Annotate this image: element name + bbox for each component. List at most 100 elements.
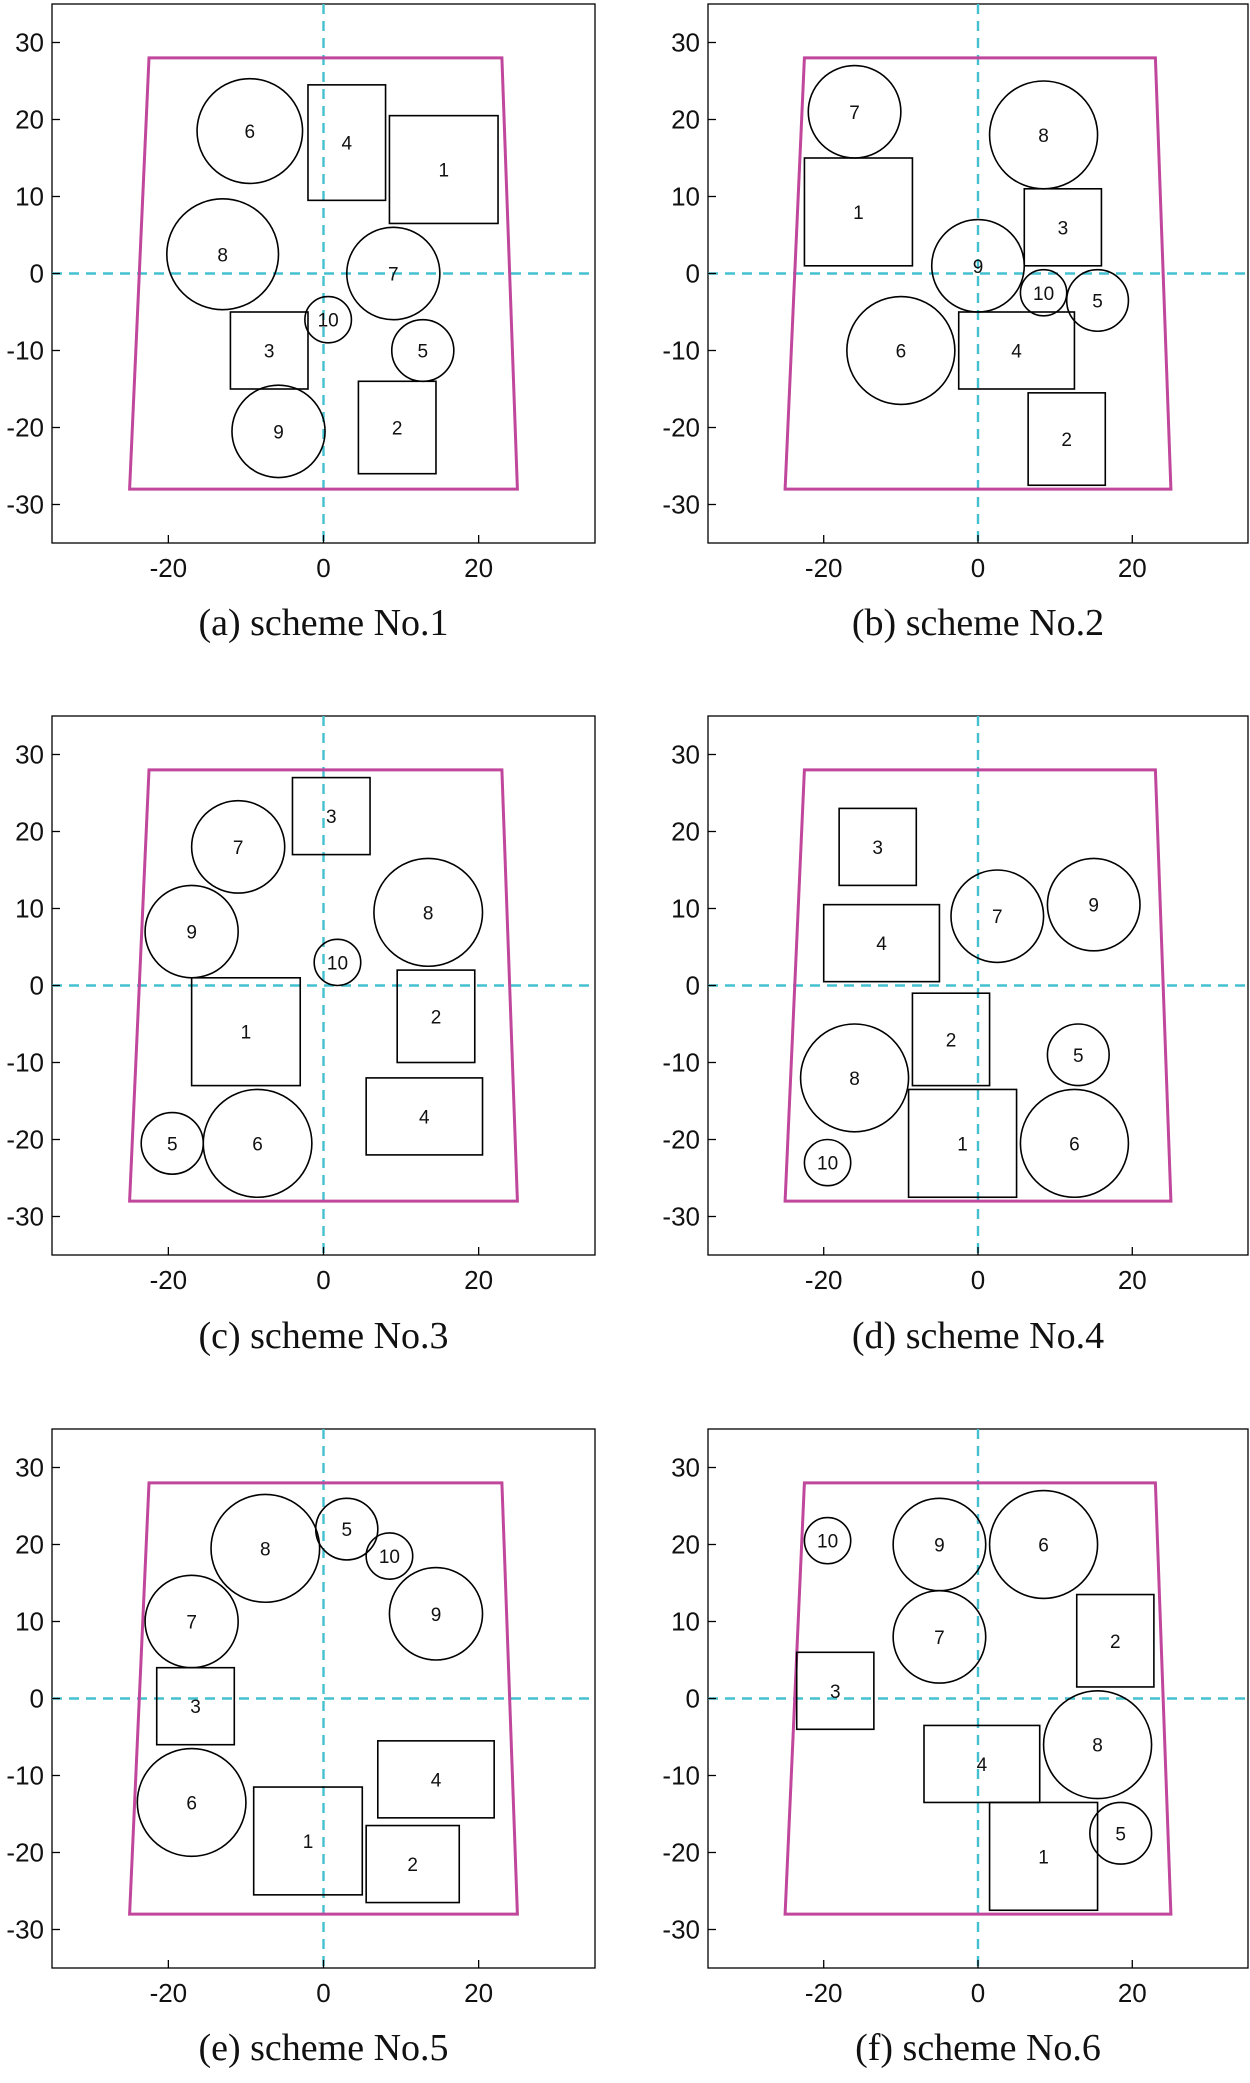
rect-item-1: [190, 976, 302, 1087]
y-tick-label: 0: [30, 1684, 44, 1714]
y-tick-label: 10: [671, 182, 700, 212]
circle-item-6: [202, 1088, 313, 1199]
y-tick-label: 30: [15, 1453, 44, 1483]
rect-item-3: [795, 1651, 875, 1731]
y-tick-label: 20: [671, 1530, 700, 1560]
x-tick-label: 0: [316, 1978, 330, 2008]
item-label-5: 5: [1115, 1824, 1126, 1845]
circle-item-9: [388, 1566, 484, 1661]
y-tick-label: -30: [6, 1915, 44, 1945]
y-tick-label: -30: [662, 490, 700, 520]
y-tick-label: 10: [15, 182, 44, 212]
circle-item-7: [807, 64, 902, 159]
x-tick-label: 20: [1118, 1265, 1147, 1295]
item-label-8: 8: [849, 1069, 860, 1090]
rect-item-3: [291, 776, 371, 856]
y-tick-label: 30: [671, 1453, 700, 1483]
item-label-1: 1: [303, 1832, 314, 1853]
item-label-5: 5: [1092, 291, 1103, 312]
item-label-4: 4: [1011, 342, 1022, 363]
y-tick-label: -10: [662, 1761, 700, 1791]
y-tick-label: 20: [15, 1530, 44, 1560]
circle-item-9: [1046, 857, 1141, 952]
circle-item-8: [1042, 1689, 1153, 1800]
item-label-2: 2: [431, 1007, 442, 1028]
circle-item-7: [144, 1574, 239, 1669]
y-tick-label: -10: [6, 336, 44, 366]
y-tick-label: 30: [671, 28, 700, 58]
circle-item-8: [373, 857, 484, 968]
x-tick-label: -20: [150, 1265, 188, 1295]
item-label-9: 9: [973, 257, 984, 278]
x-tick-label: 0: [316, 1265, 330, 1295]
item-label-6: 6: [1038, 1536, 1049, 1557]
x-tick-label: 20: [1118, 1978, 1147, 2008]
circle-item-5: [1046, 1023, 1110, 1087]
x-tick-label: 0: [971, 553, 985, 583]
x-tick-label: -20: [805, 1978, 843, 2008]
item-label-6: 6: [252, 1134, 263, 1155]
item-label-8: 8: [423, 903, 434, 924]
rect-item-3: [229, 311, 309, 390]
item-label-4: 4: [431, 1770, 442, 1791]
y-tick-label: 30: [15, 28, 44, 58]
y-tick-label: 0: [686, 259, 700, 289]
item-label-7: 7: [388, 265, 399, 286]
rect-item-4: [822, 903, 941, 983]
rect-item-2: [357, 380, 437, 475]
circle-item-7: [345, 226, 441, 321]
circle-item-5: [390, 318, 455, 383]
circle-item-8: [166, 198, 280, 311]
item-label-1: 1: [957, 1134, 968, 1155]
x-tick-label: 0: [971, 1978, 985, 2008]
circle-item-7: [190, 799, 286, 894]
rect-item-4: [923, 1724, 1041, 1804]
x-tick-label: 0: [316, 553, 330, 583]
rect-item-1: [988, 1801, 1099, 1912]
item-label-7: 7: [849, 103, 860, 124]
boundary-polygon: [783, 1481, 1173, 1916]
item-label-8: 8: [1092, 1736, 1103, 1757]
panel-caption: (b) scheme No.2: [852, 602, 1104, 644]
y-tick-label: -30: [662, 1915, 700, 1945]
y-tick-label: -30: [6, 1202, 44, 1232]
circle-item-10: [803, 1138, 852, 1187]
panel-caption: (d) scheme No.4: [852, 1315, 1104, 1357]
y-tick-label: -10: [662, 336, 700, 366]
item-label-6: 6: [896, 342, 907, 363]
rect-item-2: [1027, 392, 1107, 487]
item-label-8: 8: [1038, 126, 1049, 147]
item-label-10: 10: [379, 1547, 400, 1568]
circle-item-8: [988, 80, 1099, 190]
item-label-6: 6: [245, 122, 256, 143]
circle-item-9: [231, 384, 326, 479]
panel-caption: (a) scheme No.1: [198, 602, 448, 644]
circle-item-6: [988, 1489, 1099, 1600]
panel-caption: (f) scheme No.6: [855, 2027, 1101, 2069]
y-tick-label: 10: [671, 894, 700, 924]
boundary-polygon: [128, 56, 519, 491]
item-label-5: 5: [1073, 1046, 1084, 1067]
y-tick-label: -10: [6, 1048, 44, 1078]
item-label-1: 1: [438, 161, 449, 182]
circle-item-10: [304, 295, 353, 344]
y-tick-label: 0: [686, 971, 700, 1001]
rect-item-2: [365, 1824, 461, 1904]
circle-item-6: [846, 295, 956, 406]
y-tick-label: -10: [662, 1048, 700, 1078]
item-label-10: 10: [1033, 284, 1054, 305]
y-tick-label: 10: [15, 894, 44, 924]
circle-item-9: [930, 218, 1026, 313]
item-label-9: 9: [273, 422, 284, 443]
y-tick-label: 20: [671, 105, 700, 135]
circle-item-5: [1089, 1801, 1153, 1865]
y-tick-label: 0: [686, 1684, 700, 1714]
circle-item-10: [803, 1516, 852, 1565]
y-tick-label: -30: [662, 1202, 700, 1232]
y-tick-label: 20: [671, 817, 700, 847]
rect-item-1: [388, 114, 499, 225]
rect-item-2: [396, 969, 476, 1064]
circle-item-5: [1065, 268, 1130, 333]
